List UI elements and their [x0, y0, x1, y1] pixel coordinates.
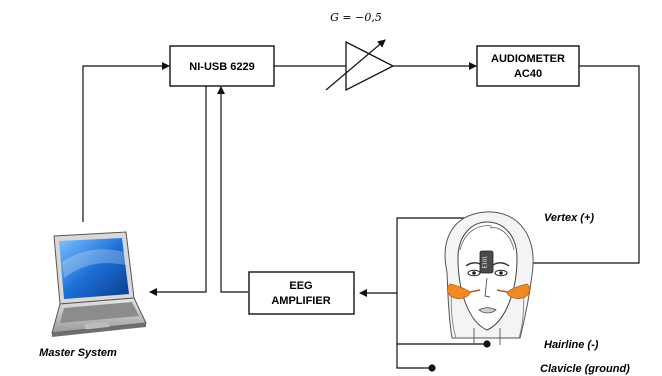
earphone-tag: E101: [479, 250, 494, 274]
wire-eeg-to-niusb: [217, 86, 248, 293]
audiometer-label-line1: AUDIOMETER: [491, 53, 565, 65]
ni-usb-label: NI-USB 6229: [189, 61, 254, 73]
gain-label: G = −0,5: [330, 11, 382, 24]
face-illustration: [444, 211, 534, 345]
eeg-amplifier-block: EEG AMPLIFIER: [248, 271, 355, 315]
eeg-label-line1: EEG: [289, 280, 312, 292]
audiometer-block: AUDIOMETER AC40: [476, 45, 580, 87]
clavicle-label: Clavicle (ground): [540, 363, 630, 375]
audiometer-label-line2: AC40: [514, 68, 542, 80]
ni-usb-block: NI-USB 6229: [169, 45, 275, 87]
wire-audiometer-to-earphone: [510, 65, 640, 264]
wire-niusb-to-laptop: [149, 86, 207, 296]
laptop-icon: [51, 231, 147, 337]
earphone-icons: [446, 283, 531, 299]
clavicle-electrode-dot: [428, 364, 436, 372]
wire-laptop-to-niusb: [82, 62, 170, 222]
hairline-label: Hairline (-): [544, 339, 599, 351]
eeg-label-line2: AMPLIFIER: [271, 295, 330, 307]
vertex-label: Vertex (+): [544, 212, 594, 224]
master-system-label: Master System: [39, 347, 117, 359]
earphone-tag-text: E101: [483, 256, 489, 269]
hairline-electrode-dot: [483, 340, 491, 348]
variable-gain-amplifier: [318, 39, 395, 92]
variable-arrow-icon: [325, 39, 386, 91]
